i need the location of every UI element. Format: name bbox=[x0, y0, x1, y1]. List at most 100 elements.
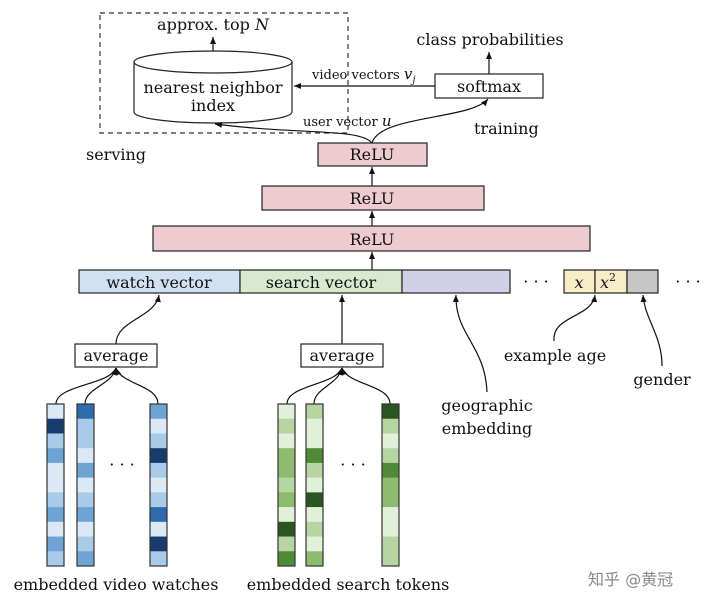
search-token-cell bbox=[278, 404, 295, 420]
search-token-cell bbox=[306, 551, 323, 567]
search-token-cell bbox=[382, 521, 399, 537]
search-token-bar bbox=[305, 403, 324, 567]
video-watch-cell bbox=[47, 433, 64, 449]
video-watch-cell bbox=[150, 507, 167, 523]
search-token-cell bbox=[382, 404, 399, 420]
average-label-search: average bbox=[310, 346, 375, 365]
video-watch-cell bbox=[77, 492, 94, 508]
embedding-bars bbox=[46, 403, 400, 567]
video-watch-cell bbox=[47, 551, 64, 567]
video-watch-cell bbox=[47, 462, 64, 478]
relu-layer-bottom bbox=[152, 225, 591, 252]
token-connector-3 bbox=[341, 367, 391, 405]
serving-output-label: approx. top N bbox=[157, 15, 270, 34]
relu-label-middle: ReLU bbox=[350, 189, 395, 208]
search-token-bar-outline bbox=[305, 403, 324, 567]
video-watch-cell bbox=[47, 521, 64, 537]
video-watch-bar bbox=[46, 403, 65, 567]
average-box-search bbox=[300, 343, 384, 368]
search-token-cell bbox=[306, 477, 323, 493]
video-watch-cell bbox=[77, 551, 94, 567]
search-token-cell bbox=[278, 551, 295, 567]
video-watch-cell bbox=[150, 433, 167, 449]
example-age-label: example age bbox=[504, 346, 606, 365]
search-token-cell bbox=[382, 433, 399, 449]
video-watch-bar bbox=[76, 403, 95, 567]
search-token-bar-outline bbox=[277, 403, 296, 567]
watermark: 知乎 @黄冠 bbox=[588, 570, 673, 589]
index-label-1: nearest neighbor bbox=[143, 78, 282, 97]
search-token-cell bbox=[382, 477, 399, 493]
video-watch-cell bbox=[77, 477, 94, 493]
gender-label: gender bbox=[633, 370, 691, 389]
average-watch-arrow bbox=[115, 294, 161, 345]
video-watch-cell bbox=[150, 477, 167, 493]
search-token-cell bbox=[382, 536, 399, 552]
gender-cell bbox=[626, 269, 659, 294]
token-connector-2 bbox=[313, 367, 344, 405]
user-vector-arrow bbox=[214, 121, 373, 144]
geographic-embedding-vector bbox=[401, 269, 511, 294]
ellipsis-2: · · · bbox=[675, 272, 700, 291]
search-token-cell bbox=[306, 507, 323, 523]
video-watch-cell bbox=[77, 404, 94, 420]
training-arrow bbox=[371, 98, 489, 144]
video-watch-bar-outline bbox=[76, 403, 95, 567]
ellipsis-watches: · · · bbox=[109, 455, 134, 474]
gender-arrow bbox=[640, 294, 663, 367]
search-token-cell bbox=[278, 462, 295, 478]
softmax-box bbox=[434, 73, 544, 99]
video-watch-bar-outline bbox=[46, 403, 65, 567]
video-watch-cell bbox=[47, 507, 64, 523]
watch-vector-label: watch vector bbox=[106, 273, 212, 292]
video-watch-cell bbox=[150, 448, 167, 464]
geographic-label-2: embedding bbox=[442, 419, 533, 438]
watch-connector-3 bbox=[115, 367, 159, 405]
search-token-cell bbox=[306, 492, 323, 508]
search-token-cell bbox=[278, 433, 295, 449]
search-token-cell bbox=[278, 536, 295, 552]
relu-label-top: ReLU bbox=[350, 145, 395, 164]
serving-label: serving bbox=[86, 145, 146, 164]
video-watch-bar-outline bbox=[149, 403, 168, 567]
training-label: training bbox=[474, 119, 539, 138]
video-watch-cell bbox=[77, 507, 94, 523]
video-watch-cell bbox=[47, 418, 64, 434]
search-token-bar-outline bbox=[381, 403, 400, 567]
age-x2-label: x2 bbox=[600, 271, 616, 292]
geo-arrow bbox=[452, 294, 488, 393]
class-probabilities-label: class probabilities bbox=[416, 30, 563, 49]
search-token-cell bbox=[278, 448, 295, 464]
search-token-cell bbox=[306, 404, 323, 420]
search-token-cell bbox=[278, 418, 295, 434]
video-watch-cell bbox=[77, 521, 94, 537]
video-watch-cell bbox=[150, 536, 167, 552]
search-token-cell bbox=[306, 536, 323, 552]
search-token-cell bbox=[278, 521, 295, 537]
video-watch-cell bbox=[150, 521, 167, 537]
average-box-watches bbox=[74, 343, 158, 368]
search-token-cell bbox=[306, 462, 323, 478]
embedded-video-watches-label: embedded video watches bbox=[14, 575, 219, 594]
search-token-cell bbox=[278, 477, 295, 493]
relu-label-bottom: ReLU bbox=[350, 230, 395, 249]
video-watch-cell bbox=[77, 462, 94, 478]
video-watch-cell bbox=[150, 462, 167, 478]
search-vector-label: search vector bbox=[266, 273, 377, 292]
search-token-cell bbox=[382, 448, 399, 464]
softmax-label: softmax bbox=[457, 77, 521, 96]
search-token-cell bbox=[306, 418, 323, 434]
embedded-search-tokens-label: embedded search tokens bbox=[247, 575, 450, 594]
geographic-label-1: geographic bbox=[441, 396, 532, 415]
video-watch-bar bbox=[149, 403, 168, 567]
search-token-cell bbox=[382, 492, 399, 508]
relu-layer-top bbox=[317, 142, 428, 167]
search-token-cell bbox=[278, 492, 295, 508]
video-watch-cell bbox=[47, 492, 64, 508]
video-vectors-label: video vectors vj bbox=[311, 65, 415, 86]
user-vector-label: user vector u bbox=[303, 112, 391, 130]
index-label-2: index bbox=[191, 96, 235, 115]
search-token-bar bbox=[381, 403, 400, 567]
video-watch-cell bbox=[150, 492, 167, 508]
